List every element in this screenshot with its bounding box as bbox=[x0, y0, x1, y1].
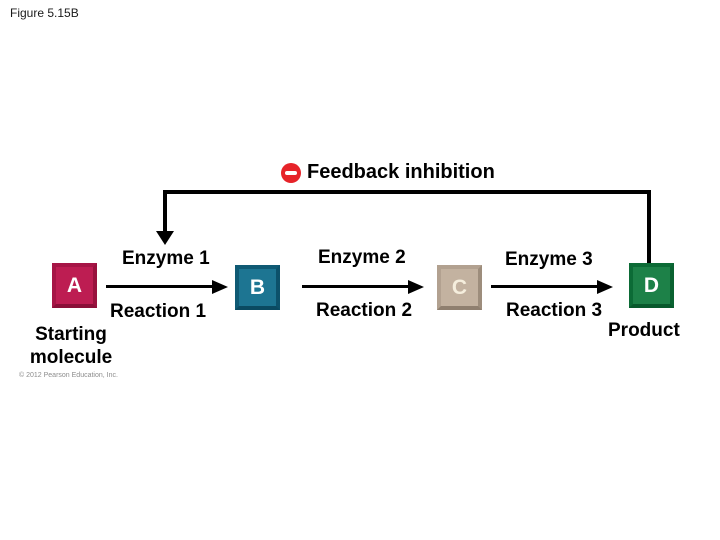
enzyme-1-label: Enzyme 1 bbox=[122, 248, 210, 269]
product-label: Product bbox=[608, 320, 680, 341]
copyright-notice: © 2012 Pearson Education, Inc. bbox=[19, 372, 118, 379]
reaction-1-arrow bbox=[106, 285, 214, 288]
reaction-2-arrowhead-icon bbox=[408, 280, 424, 294]
reaction-1-label: Reaction 1 bbox=[110, 301, 207, 322]
reaction-3-label: Reaction 3 bbox=[506, 300, 603, 321]
feedback-line-horizontal bbox=[163, 190, 651, 194]
reaction-2-arrow bbox=[302, 285, 410, 288]
molecule-box-a: A bbox=[52, 263, 97, 308]
reaction-3-arrow bbox=[491, 285, 599, 288]
molecule-box-c: C bbox=[437, 265, 482, 310]
feedback-line-down-to-enzyme1 bbox=[163, 190, 167, 232]
reaction-1-arrowhead-icon bbox=[212, 280, 228, 294]
enzyme-3-label: Enzyme 3 bbox=[505, 249, 593, 270]
feedback-line-from-product bbox=[647, 190, 651, 264]
feedback-inhibition-label: Feedback inhibition bbox=[307, 161, 495, 183]
reaction-3-arrowhead-icon bbox=[597, 280, 613, 294]
reaction-2-label: Reaction 2 bbox=[316, 300, 413, 321]
figure-label: Figure 5.15B bbox=[10, 6, 79, 20]
molecule-box-b: B bbox=[235, 265, 280, 310]
molecule-box-d: D bbox=[629, 263, 674, 308]
enzyme-2-label: Enzyme 2 bbox=[318, 247, 406, 268]
feedback-arrowhead-icon bbox=[156, 231, 174, 245]
minus-icon-bar bbox=[285, 171, 297, 175]
starting-molecule-label: Starting molecule bbox=[29, 324, 113, 368]
minus-inhibition-icon bbox=[281, 163, 301, 183]
